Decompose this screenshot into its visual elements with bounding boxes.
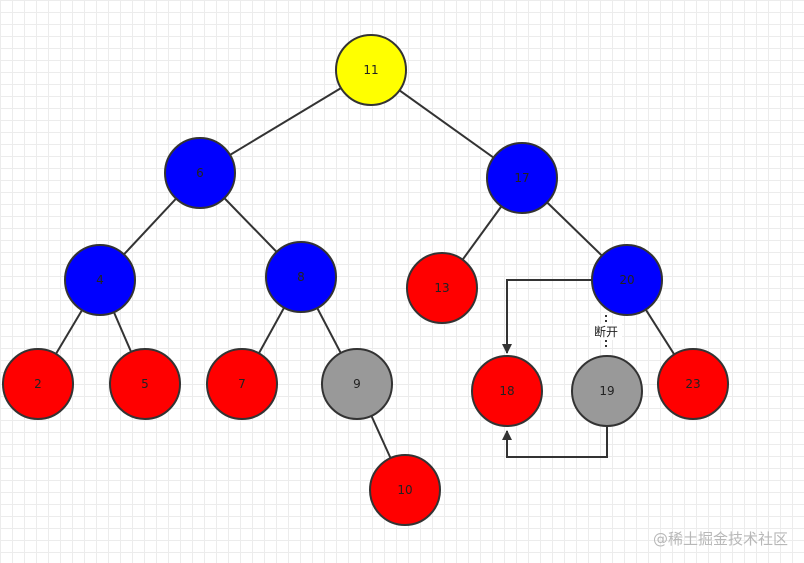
tree-node-11: 11 bbox=[335, 34, 407, 106]
node-circle bbox=[64, 244, 136, 316]
node-label: 4 bbox=[96, 273, 104, 287]
node-label: 10 bbox=[397, 483, 412, 497]
node-label: 2 bbox=[34, 377, 42, 391]
tree-node-18: 18 bbox=[471, 355, 543, 427]
node-label: 7 bbox=[238, 377, 246, 391]
node-circle bbox=[471, 355, 543, 427]
node-label: 18 bbox=[499, 384, 514, 398]
tree-node-9: 9 bbox=[321, 348, 393, 420]
tree-node-8: 8 bbox=[265, 241, 337, 313]
tree-node-7: 7 bbox=[206, 348, 278, 420]
node-label: 17 bbox=[514, 171, 529, 185]
watermark: @稀土掘金技术社区 bbox=[652, 530, 788, 548]
node-circle bbox=[571, 355, 643, 427]
node-circle bbox=[486, 142, 558, 214]
node-label: 11 bbox=[363, 63, 378, 77]
node-circle bbox=[2, 348, 74, 420]
node-label: 6 bbox=[196, 166, 204, 180]
tree-node-19: 19 bbox=[571, 355, 643, 427]
node-label: 19 bbox=[599, 384, 614, 398]
tree-nodes: 11 6 17 4 8 13 20 2 5 7 9 18 19 23 10 bbox=[2, 34, 729, 526]
tree-node-6: 6 bbox=[164, 137, 236, 209]
node-circle bbox=[406, 252, 478, 324]
node-label: 23 bbox=[685, 377, 700, 391]
break-label: 断开 bbox=[594, 324, 618, 339]
tree-node-13: 13 bbox=[406, 252, 478, 324]
tree-node-5: 5 bbox=[109, 348, 181, 420]
node-circle bbox=[206, 348, 278, 420]
tree-node-20: 20 bbox=[591, 244, 663, 316]
tree-node-10: 10 bbox=[369, 454, 441, 526]
node-label: 9 bbox=[353, 377, 361, 391]
tree-node-23: 23 bbox=[657, 348, 729, 420]
node-circle bbox=[164, 137, 236, 209]
node-label: 20 bbox=[619, 273, 634, 287]
node-circle bbox=[657, 348, 729, 420]
node-label: 13 bbox=[434, 281, 449, 295]
node-circle bbox=[109, 348, 181, 420]
tree-node-2: 2 bbox=[2, 348, 74, 420]
break-label-bg bbox=[590, 324, 622, 340]
arrow-19-to-18 bbox=[502, 426, 608, 458]
node-circle bbox=[591, 244, 663, 316]
node-circle bbox=[335, 34, 407, 106]
arrow-20-to-18 bbox=[502, 279, 593, 354]
node-circle bbox=[321, 348, 393, 420]
node-circle bbox=[369, 454, 441, 526]
node-circle bbox=[265, 241, 337, 313]
tree-node-4: 4 bbox=[64, 244, 136, 316]
node-label: 5 bbox=[141, 377, 149, 391]
node-label: 8 bbox=[297, 270, 305, 284]
tree-node-17: 17 bbox=[486, 142, 558, 214]
